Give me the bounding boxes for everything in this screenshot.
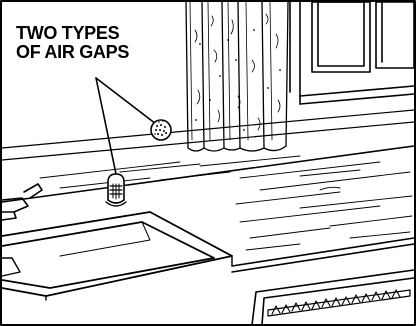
countertop <box>1 145 415 273</box>
faucet-style-air-gap-icon <box>105 173 127 207</box>
curtains <box>185 1 289 152</box>
window <box>289 1 415 105</box>
sink <box>1 211 233 301</box>
leader-lines <box>95 77 157 175</box>
round-air-gap-icon <box>150 119 172 141</box>
caption-line-1: TWO TYPES <box>16 23 120 43</box>
dishwasher <box>251 269 415 326</box>
faucet <box>1 183 43 221</box>
air-gap-caption: TWO TYPES OF AIR GAPS <box>16 24 129 62</box>
caption-line-2: OF AIR GAPS <box>16 42 130 62</box>
back-wall <box>1 109 415 161</box>
